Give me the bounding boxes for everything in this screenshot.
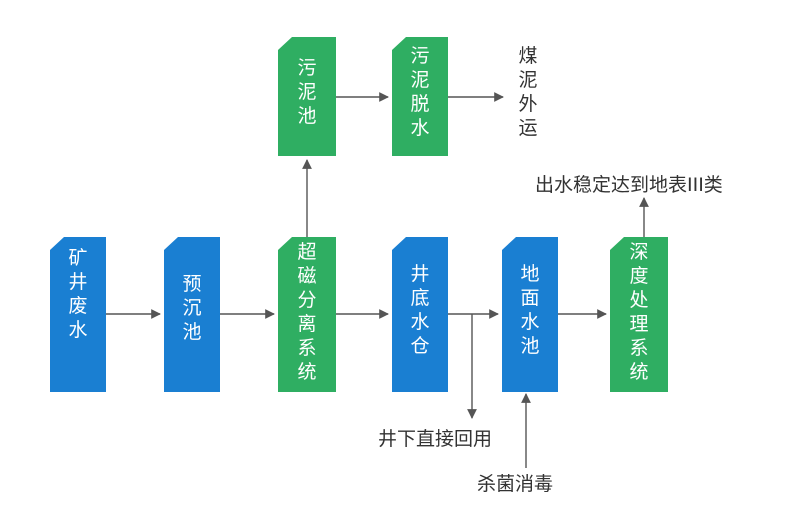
node-box — [502, 237, 558, 392]
node-box — [278, 237, 336, 392]
label-jingxia-huiyong: 井下直接回用 — [378, 428, 492, 450]
node-label: 井底水仓 — [410, 263, 429, 357]
node-wuni-tuoshui: 污泥脱水 — [392, 37, 448, 156]
node-label: 深度处理系统 — [629, 241, 648, 383]
node-label: 污泥脱水 — [410, 45, 429, 139]
node-label: 污泥池 — [297, 57, 316, 127]
node-kuangjing-feishui: 矿井废水 — [50, 237, 106, 392]
node-box — [164, 237, 220, 392]
node-box — [50, 237, 106, 392]
node-box — [392, 37, 448, 156]
free-labels: 煤泥外运 出水稳定达到地表III类 井下直接回用 杀菌消毒 — [378, 45, 723, 495]
label-chushui: 出水稳定达到地表III类 — [535, 174, 723, 196]
node-shendu-chuli: 深度处理系统 — [610, 237, 668, 392]
node-label: 预沉池 — [182, 273, 201, 343]
node-wuni-chi: 污泥池 — [278, 37, 336, 156]
node-box — [392, 237, 448, 392]
node-box — [278, 37, 336, 156]
node-jingdi-shuicang: 井底水仓 — [392, 237, 448, 392]
edges — [106, 92, 649, 468]
node-dimian-shuichi: 地面水池 — [502, 237, 558, 392]
node-label: 超磁分离系统 — [297, 241, 316, 383]
node-yuchen-chi: 预沉池 — [164, 237, 220, 392]
label-shajun-xiaodu: 杀菌消毒 — [477, 473, 553, 495]
node-label: 矿井废水 — [68, 247, 87, 341]
label-meini-waiyun: 煤泥外运 — [518, 45, 537, 139]
node-box — [610, 237, 668, 392]
node-label: 地面水池 — [520, 263, 539, 357]
node-chaoci-fenli: 超磁分离系统 — [278, 237, 336, 392]
nodes: 矿井废水 预沉池 超磁分离系统 井底水仓 地面水池 深度处理系统 污泥池 污泥 — [50, 37, 668, 392]
